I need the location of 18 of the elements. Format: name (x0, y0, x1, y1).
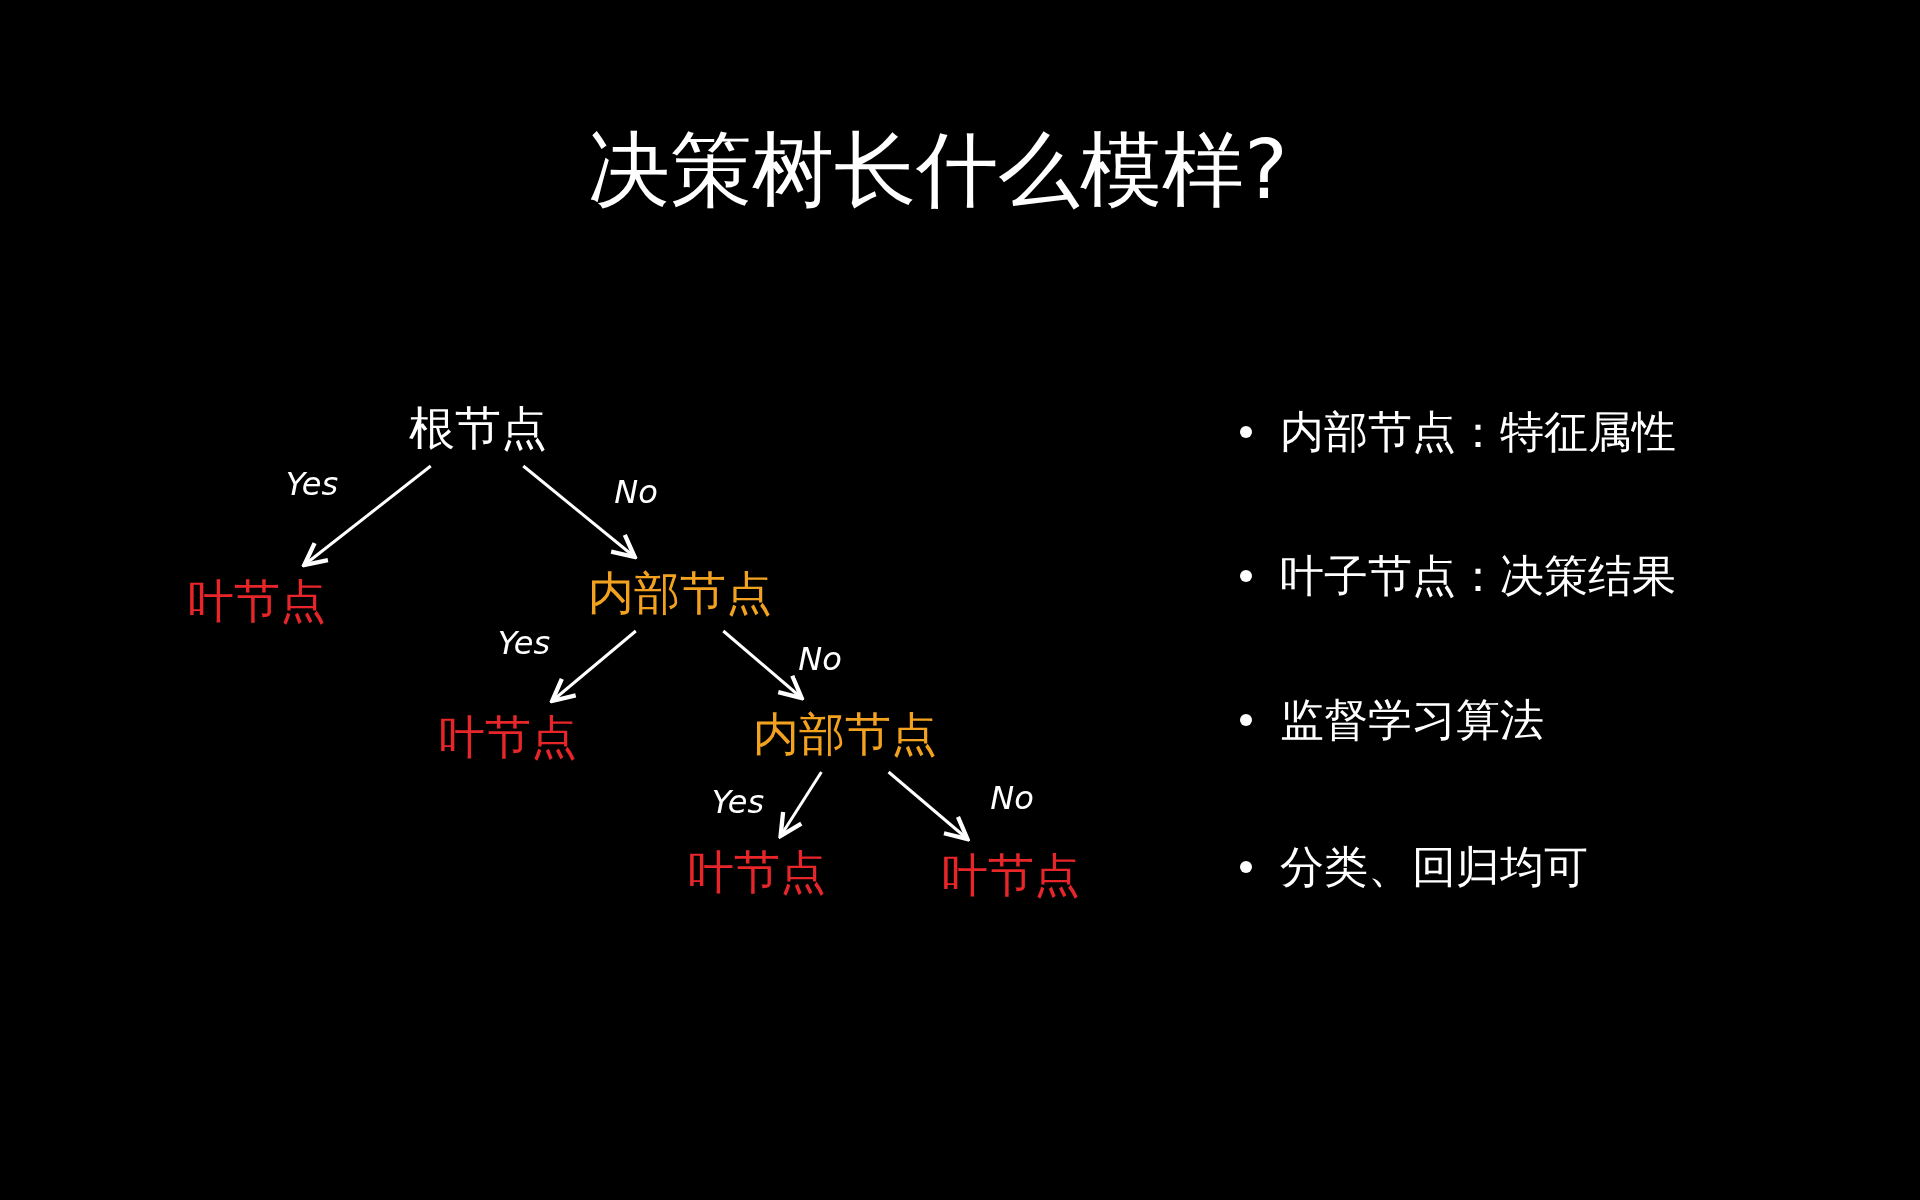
bullet-text: 叶子节点：决策结果 (1280, 548, 1676, 603)
leaf-node-label: 叶节点 (184, 569, 330, 635)
arrow (778, 771, 823, 839)
arrow (522, 464, 637, 560)
internal-node-label: 内部节点 (584, 561, 776, 627)
bullet-text: 分类、回归均可 (1280, 839, 1588, 894)
bullet-text: 内部节点：特征属性 (1280, 404, 1676, 459)
leaf-node-label: 叶节点 (435, 705, 581, 771)
root-node-label: 根节点 (405, 396, 551, 462)
bullet-text: 监督学习算法 (1280, 692, 1544, 747)
arrow (550, 629, 637, 704)
leaf-node-label: 叶节点 (938, 843, 1084, 909)
leaf-node-label: 叶节点 (684, 840, 830, 906)
internal-node-label: 内部节点 (749, 702, 941, 768)
arrow (887, 770, 970, 842)
title: 决策树长什么模样? (588, 121, 1288, 219)
arrow (302, 464, 432, 568)
arrow (722, 629, 804, 701)
